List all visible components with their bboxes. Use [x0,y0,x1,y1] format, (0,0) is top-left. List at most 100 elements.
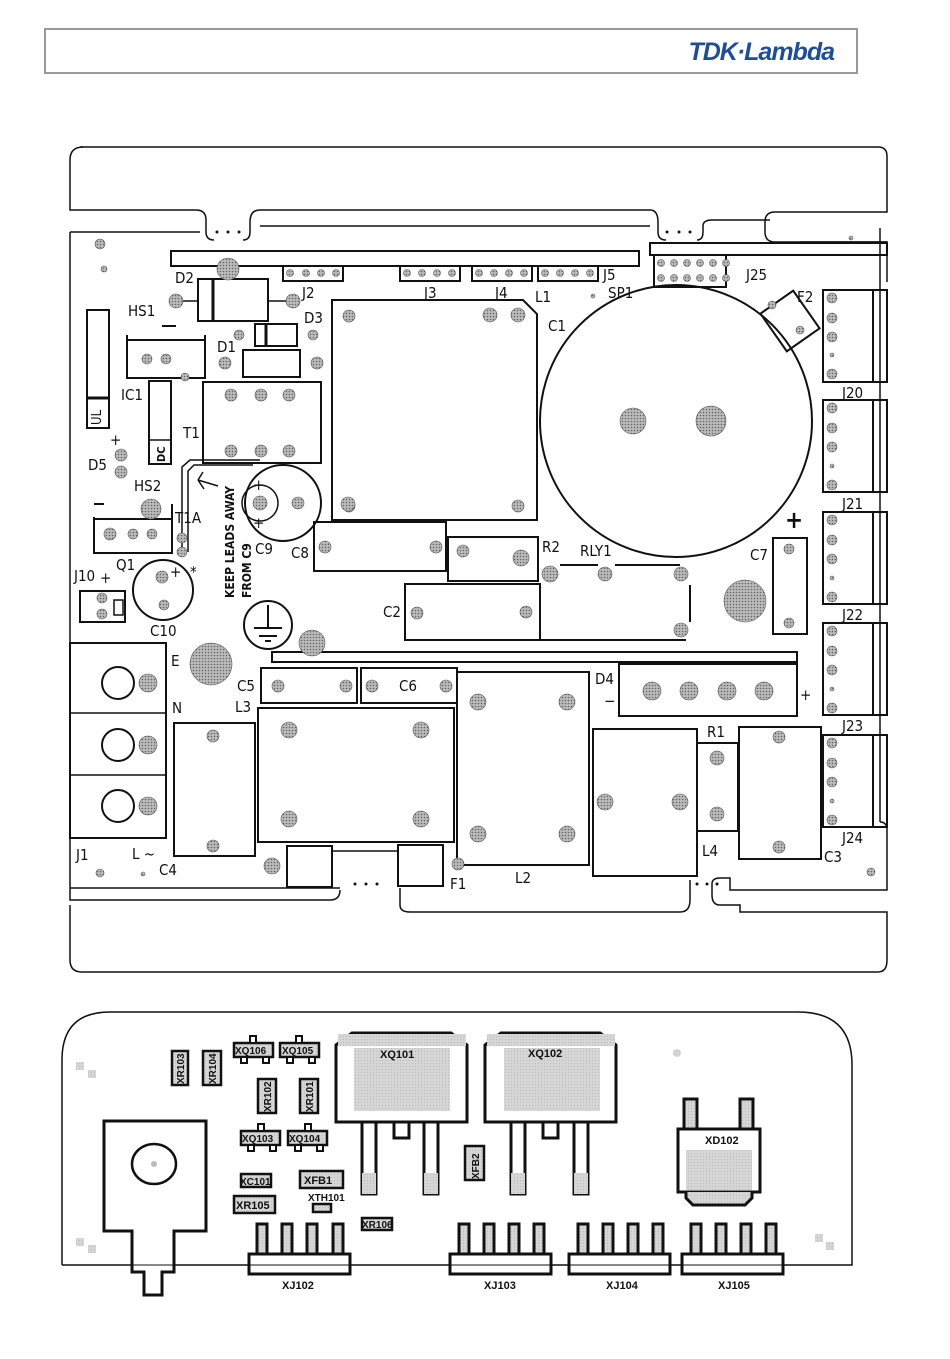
label-d1: D1 [217,338,236,356]
plus-d5: + [110,431,121,449]
resistor-xr102 [256,1077,278,1115]
label-rly1: RLY1 [580,542,612,560]
connector-j2 [282,265,344,282]
capacitor-xc101 [239,1172,273,1189]
diode-d1 [242,349,301,378]
label-xq101: XQ101 [380,1049,414,1061]
label-xth101: XTH101 [308,1193,345,1204]
label-l3: L3 [235,698,251,716]
connector-j20 [822,289,888,383]
label-xq102: XQ102 [528,1048,562,1060]
diode-xd102 [676,1097,762,1207]
label-c5: C5 [237,677,255,695]
diode-d3 [254,323,298,347]
fuse-f2 [759,289,821,353]
resistor-r2 [447,536,539,582]
capacitor-c5 [260,667,358,704]
connector-j24 [822,734,888,828]
connector-xj102 [247,1222,352,1276]
sp1-component [539,284,813,558]
label-xr106: XR106 [362,1220,393,1231]
connector-j25 [653,254,727,288]
terminal-block-j1 [69,642,167,839]
label-c8: C8 [291,544,309,562]
capacitor-c7 [772,537,808,635]
resistor-xr101 [298,1077,320,1115]
label-xj102: XJ102 [282,1280,314,1292]
label-e: E [171,652,180,670]
board-outline [69,225,691,913]
label-xq105: XQ105 [282,1046,314,1057]
bottom-board-outline [61,1011,853,1266]
label-dc: DC [155,447,168,462]
top-board-labels: D2 J2 J3 J4 J5 L1 SP1 J25 F2 C1 HS1 D3 D… [73,266,863,893]
warning-line1: KEEP LEADS AWAY [223,486,237,598]
label-c3: C3 [824,848,842,866]
page-header: TDK·Lambda [44,28,858,74]
label-r1: R1 [707,723,725,741]
diode-d4 [618,663,798,717]
transistor-xq101 [334,1031,469,1196]
label-c4: C4 [159,861,177,879]
connector-j3 [399,265,461,282]
label-n: N [172,699,182,717]
label-xq106: XQ106 [235,1046,267,1057]
capacitor-c10 [132,559,194,621]
connector-j4 [471,265,533,282]
ground-symbol-icon [243,600,293,650]
label-l4: L4 [702,842,718,860]
label-j10: J10 [73,567,95,585]
label-j3: J3 [423,284,437,302]
label-d3: D3 [304,309,323,327]
warning-line2: FROM C9 [240,543,254,598]
plus-c9-top: + [253,476,264,494]
label-xfb2: XFB2 [471,1153,482,1179]
label-xq104: XQ104 [289,1134,321,1145]
tab-component [102,1119,208,1297]
capacitor-c4 [173,722,256,857]
tdk-lambda-logo: TDK·Lambda [688,38,835,66]
label-c6: C6 [399,677,417,695]
label-hs2: HS2 [134,477,161,495]
transistor-xq102 [483,1031,618,1196]
label-xj104: XJ104 [606,1280,639,1292]
label-l: L ~ [132,845,155,863]
star-c10: * [190,563,197,581]
label-c1: C1 [548,317,566,335]
label-c7: C7 [750,546,768,564]
plus-j10: + [100,569,111,587]
label-ic1: IC1 [121,386,143,404]
label-xr104: XR104 [208,1053,219,1084]
label-f2: F2 [797,288,813,306]
top-board-pads [94,235,876,878]
label-xd102: XD102 [705,1135,739,1147]
capacitor-c3 [738,726,822,860]
fuse-f1-cap-left [286,845,333,888]
label-r2: R2 [542,538,560,556]
label-t1a: T1A [174,509,202,527]
label-f1: F1 [450,875,466,893]
label-ul: UL [90,409,105,425]
label-j2: J2 [301,284,315,302]
label-xfb1: XFB1 [304,1175,332,1187]
label-j25: J25 [745,266,767,284]
ul-label-box [86,309,110,429]
label-j5: J5 [602,266,616,284]
label-j24: J24 [841,829,863,847]
label-j1: J1 [75,846,89,864]
thermistor-xth101 [311,1202,333,1214]
connector-j23 [822,622,888,716]
connector-j21 [822,399,888,493]
minus-d4: − [604,692,615,710]
label-d4: D4 [595,670,614,688]
resistor-xr103 [170,1049,190,1087]
connector-xj103 [448,1222,553,1276]
label-xr101: XR101 [305,1081,316,1112]
connector-xj104 [567,1222,672,1276]
label-xc101: XC101 [240,1177,271,1188]
plus-c10: + [170,563,181,581]
ic1 [148,380,172,465]
plus-c7: + [785,506,803,534]
relay-rly1 [539,564,691,641]
